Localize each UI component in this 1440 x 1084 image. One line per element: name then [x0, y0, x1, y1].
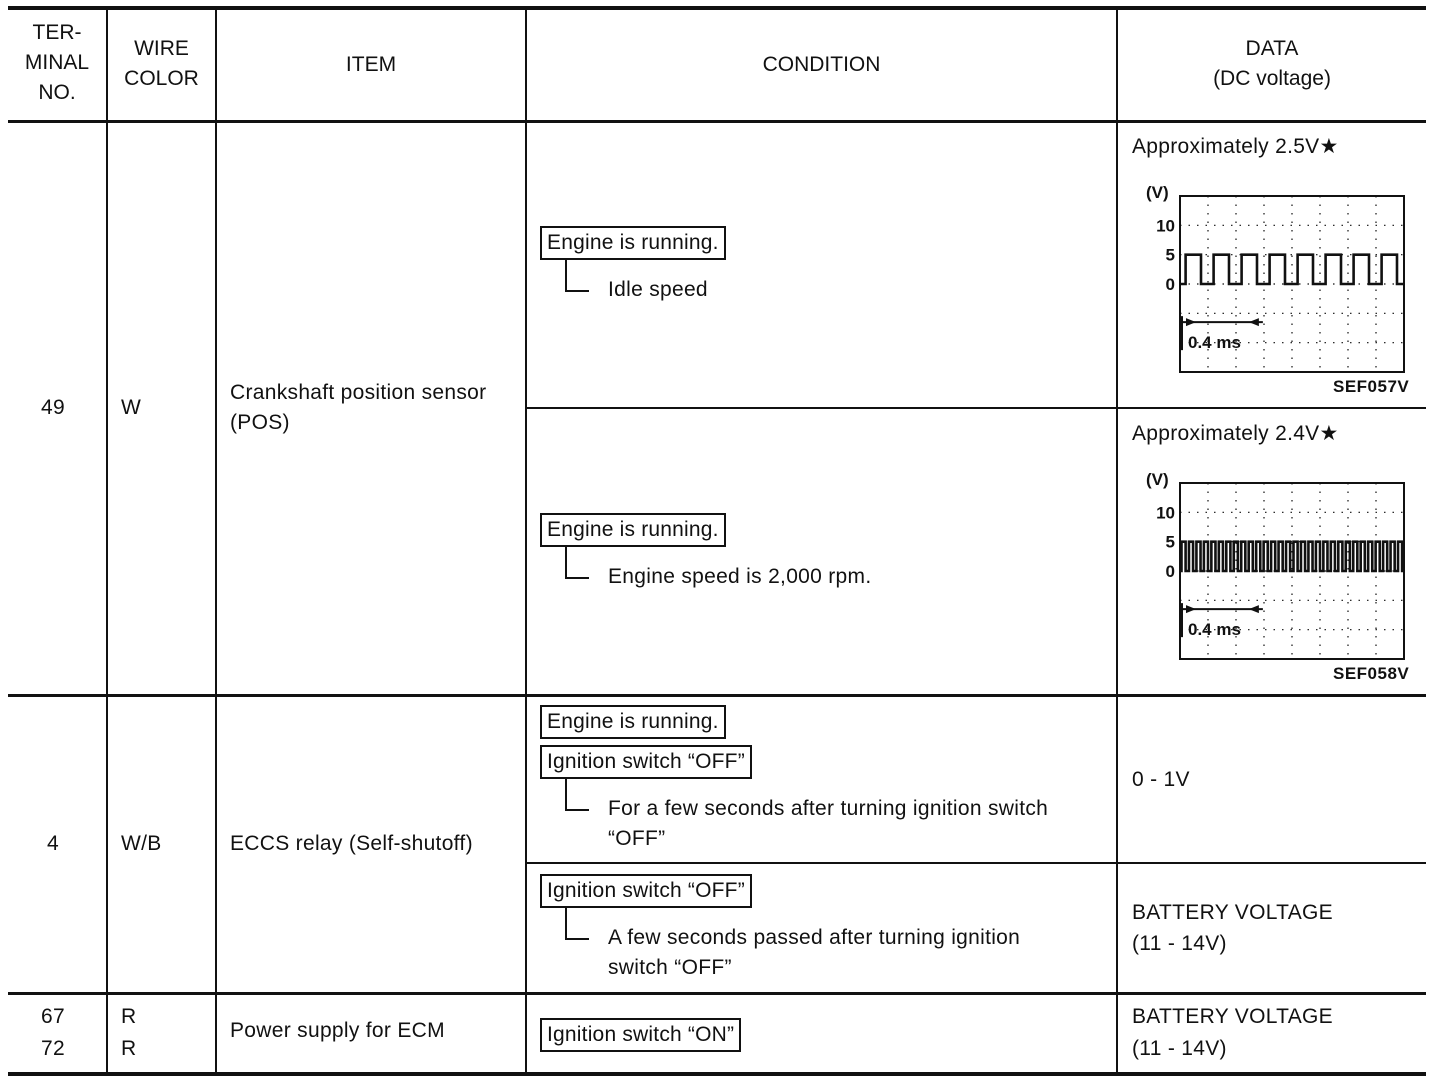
oscilloscope-waveform: (V) 10 5 0 0.4 ms — [1146, 470, 1405, 660]
row-divider — [8, 694, 1426, 697]
condition-detail: A few seconds passed after turning ignit… — [608, 926, 1021, 979]
scope-axis-label: 0 — [1166, 562, 1175, 581]
terminal-number: 4 — [47, 832, 59, 855]
header-divider — [8, 120, 1426, 123]
scope-axis-label: 5 — [1166, 533, 1175, 552]
data-approx-voltage: Approximately 2.4V★ — [1132, 422, 1339, 445]
sub-row-divider — [526, 407, 1426, 409]
data-voltage: 0 - 1V — [1132, 768, 1190, 791]
condition-box: Engine is running. — [540, 226, 726, 260]
condition-box: Engine is running. — [540, 705, 726, 739]
scope-axis-label: 10 — [1156, 216, 1175, 235]
scope-axis-label: 0 — [1166, 275, 1175, 294]
scope-axis-label: 10 — [1156, 503, 1175, 522]
wire-color: R R — [121, 1005, 137, 1060]
scope-time-arrowhead — [1248, 605, 1259, 614]
condition-branch-line — [565, 908, 589, 940]
figure-code: SEF058V — [1333, 664, 1410, 683]
terminal-number: 49 — [41, 396, 65, 419]
row-divider — [8, 992, 1426, 995]
condition-branch-line — [565, 260, 589, 292]
item-name: ECCS relay (Self-shutoff) — [230, 832, 473, 855]
condition-detail: For a few seconds after turning ignition… — [608, 797, 1049, 850]
scope-time-arrowhead — [1186, 318, 1196, 327]
scope-axis-label: (V) — [1146, 470, 1169, 489]
condition-branch-line — [565, 779, 589, 811]
data-voltage: BATTERY VOLTAGE (11 - 14V) — [1132, 901, 1333, 955]
terminal-number: 67 72 — [41, 1005, 65, 1060]
scope-time-arrowhead — [1186, 605, 1196, 614]
header-data: DATA (DC voltage) — [1213, 37, 1331, 90]
scope-time-arrowhead — [1248, 318, 1259, 327]
figure-code: SEF057V — [1333, 377, 1410, 396]
item-name: Power supply for ECM — [230, 1019, 445, 1042]
scope-time-label: 0.4 ms — [1188, 620, 1241, 639]
terminal-data-table: TER- MINAL NO. WIRE COLOR ITEM CONDITION… — [8, 6, 1426, 1076]
column-divider — [106, 6, 108, 1076]
header-item: ITEM — [345, 53, 397, 76]
condition-box: Ignition switch “ON” — [540, 1018, 742, 1052]
scope-axis-label: 5 — [1166, 246, 1175, 265]
column-divider — [525, 6, 527, 1076]
oscilloscope-waveform: (V) 10 5 0 0.4 ms — [1146, 183, 1405, 373]
condition-box: Engine is running. — [540, 513, 726, 547]
scope-waveform-line — [1180, 540, 1404, 573]
condition-detail: Idle speed — [608, 278, 708, 301]
header-condition: CONDITION — [762, 53, 881, 76]
column-divider — [1116, 6, 1118, 1076]
condition-detail: Engine speed is 2,000 rpm. — [608, 565, 872, 588]
table-top-border — [8, 6, 1426, 10]
data-approx-voltage: Approximately 2.5V★ — [1132, 135, 1339, 158]
table-bottom-border — [8, 1072, 1426, 1076]
wire-color: W — [121, 396, 142, 419]
item-name: Crankshaft position sensor (POS) — [230, 381, 487, 434]
scope-waveform-line — [1180, 253, 1404, 286]
sub-row-divider — [526, 862, 1426, 864]
header-terminal-no: TER- MINAL NO. — [24, 21, 90, 104]
condition-branch-line — [565, 547, 589, 579]
scope-axis-label: (V) — [1146, 183, 1169, 202]
column-divider — [215, 6, 217, 1076]
condition-box: Ignition switch “OFF” — [540, 745, 752, 779]
data-voltage: BATTERY VOLTAGE (11 - 14V) — [1132, 1005, 1333, 1060]
wire-color: W/B — [121, 832, 162, 855]
scope-time-label: 0.4 ms — [1188, 333, 1241, 352]
header-wire-color: WIRE COLOR — [124, 37, 199, 90]
condition-box: Ignition switch “OFF” — [540, 874, 752, 908]
